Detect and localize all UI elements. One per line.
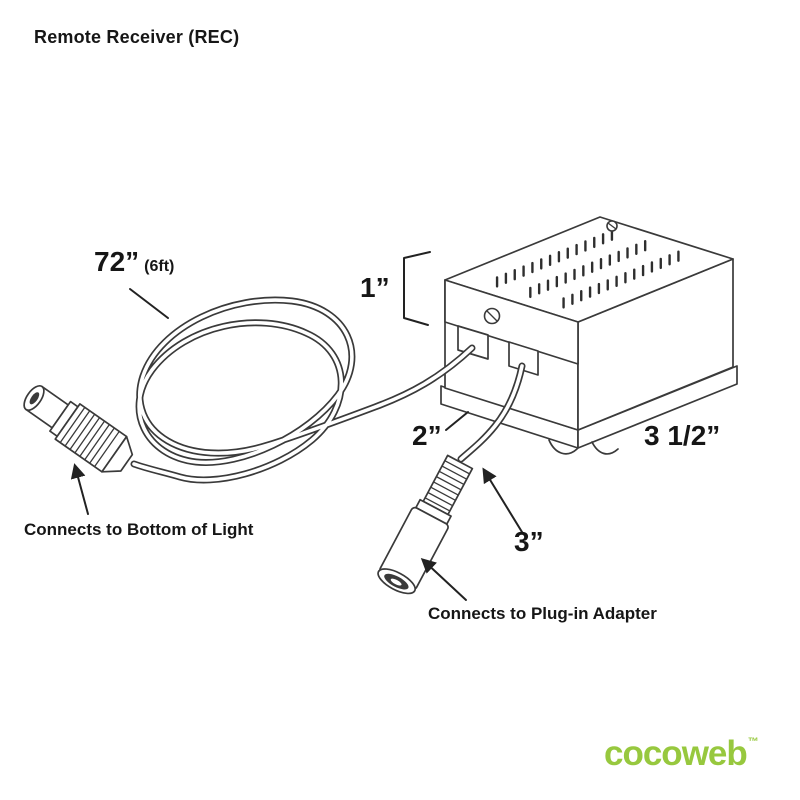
page-title: Remote Receiver (REC)	[34, 27, 240, 47]
dimension-cable-length-alt: (6ft)	[144, 258, 175, 275]
male-plug-connector	[23, 384, 134, 473]
adapter-cable	[457, 362, 526, 463]
logo: cocoweb™	[604, 734, 759, 774]
receiver-box	[440, 216, 738, 455]
vent-slots	[495, 229, 680, 309]
arrow-adapter-label	[420, 557, 467, 601]
dimension-height: 1”	[360, 272, 390, 303]
cable-outlet-right	[508, 341, 539, 376]
arrow-light-label	[70, 463, 89, 515]
jack-socket-hole	[390, 578, 402, 586]
coiled-cable	[130, 296, 476, 484]
plug-tip-hole	[29, 392, 40, 405]
leader-2in	[445, 411, 469, 431]
dimension-cable-length-value: 72”	[94, 246, 140, 277]
dimension-width: 3 1/2”	[644, 420, 721, 451]
leader-72in	[129, 288, 169, 319]
cable-clip-left	[548, 439, 578, 455]
dimension-bracket-1in	[403, 251, 431, 326]
dimension-cable-length: 72”(6ft)	[94, 246, 174, 278]
jack-thread-ribs	[424, 460, 470, 512]
annotation-bottom-of-light: Connects to Bottom of Light	[24, 520, 254, 539]
female-jack-connector	[377, 454, 474, 595]
top-screw-slot	[607, 222, 617, 230]
plug-grip-ribs	[59, 406, 120, 468]
cable-clip-right	[591, 441, 619, 455]
front-panel-strip	[444, 279, 579, 365]
annotation-plugin-adapter: Connects to Plug-in Adapter	[428, 604, 657, 623]
logo-text: cocoweb	[604, 734, 748, 773]
dimension-depth: 2”	[412, 420, 442, 451]
plug-strain-relief	[101, 435, 134, 473]
panel-screw-slot	[486, 310, 498, 322]
logo-trademark: ™	[747, 736, 759, 748]
dimension-jack-length: 3”	[514, 526, 544, 557]
arrow-3in	[482, 467, 523, 533]
